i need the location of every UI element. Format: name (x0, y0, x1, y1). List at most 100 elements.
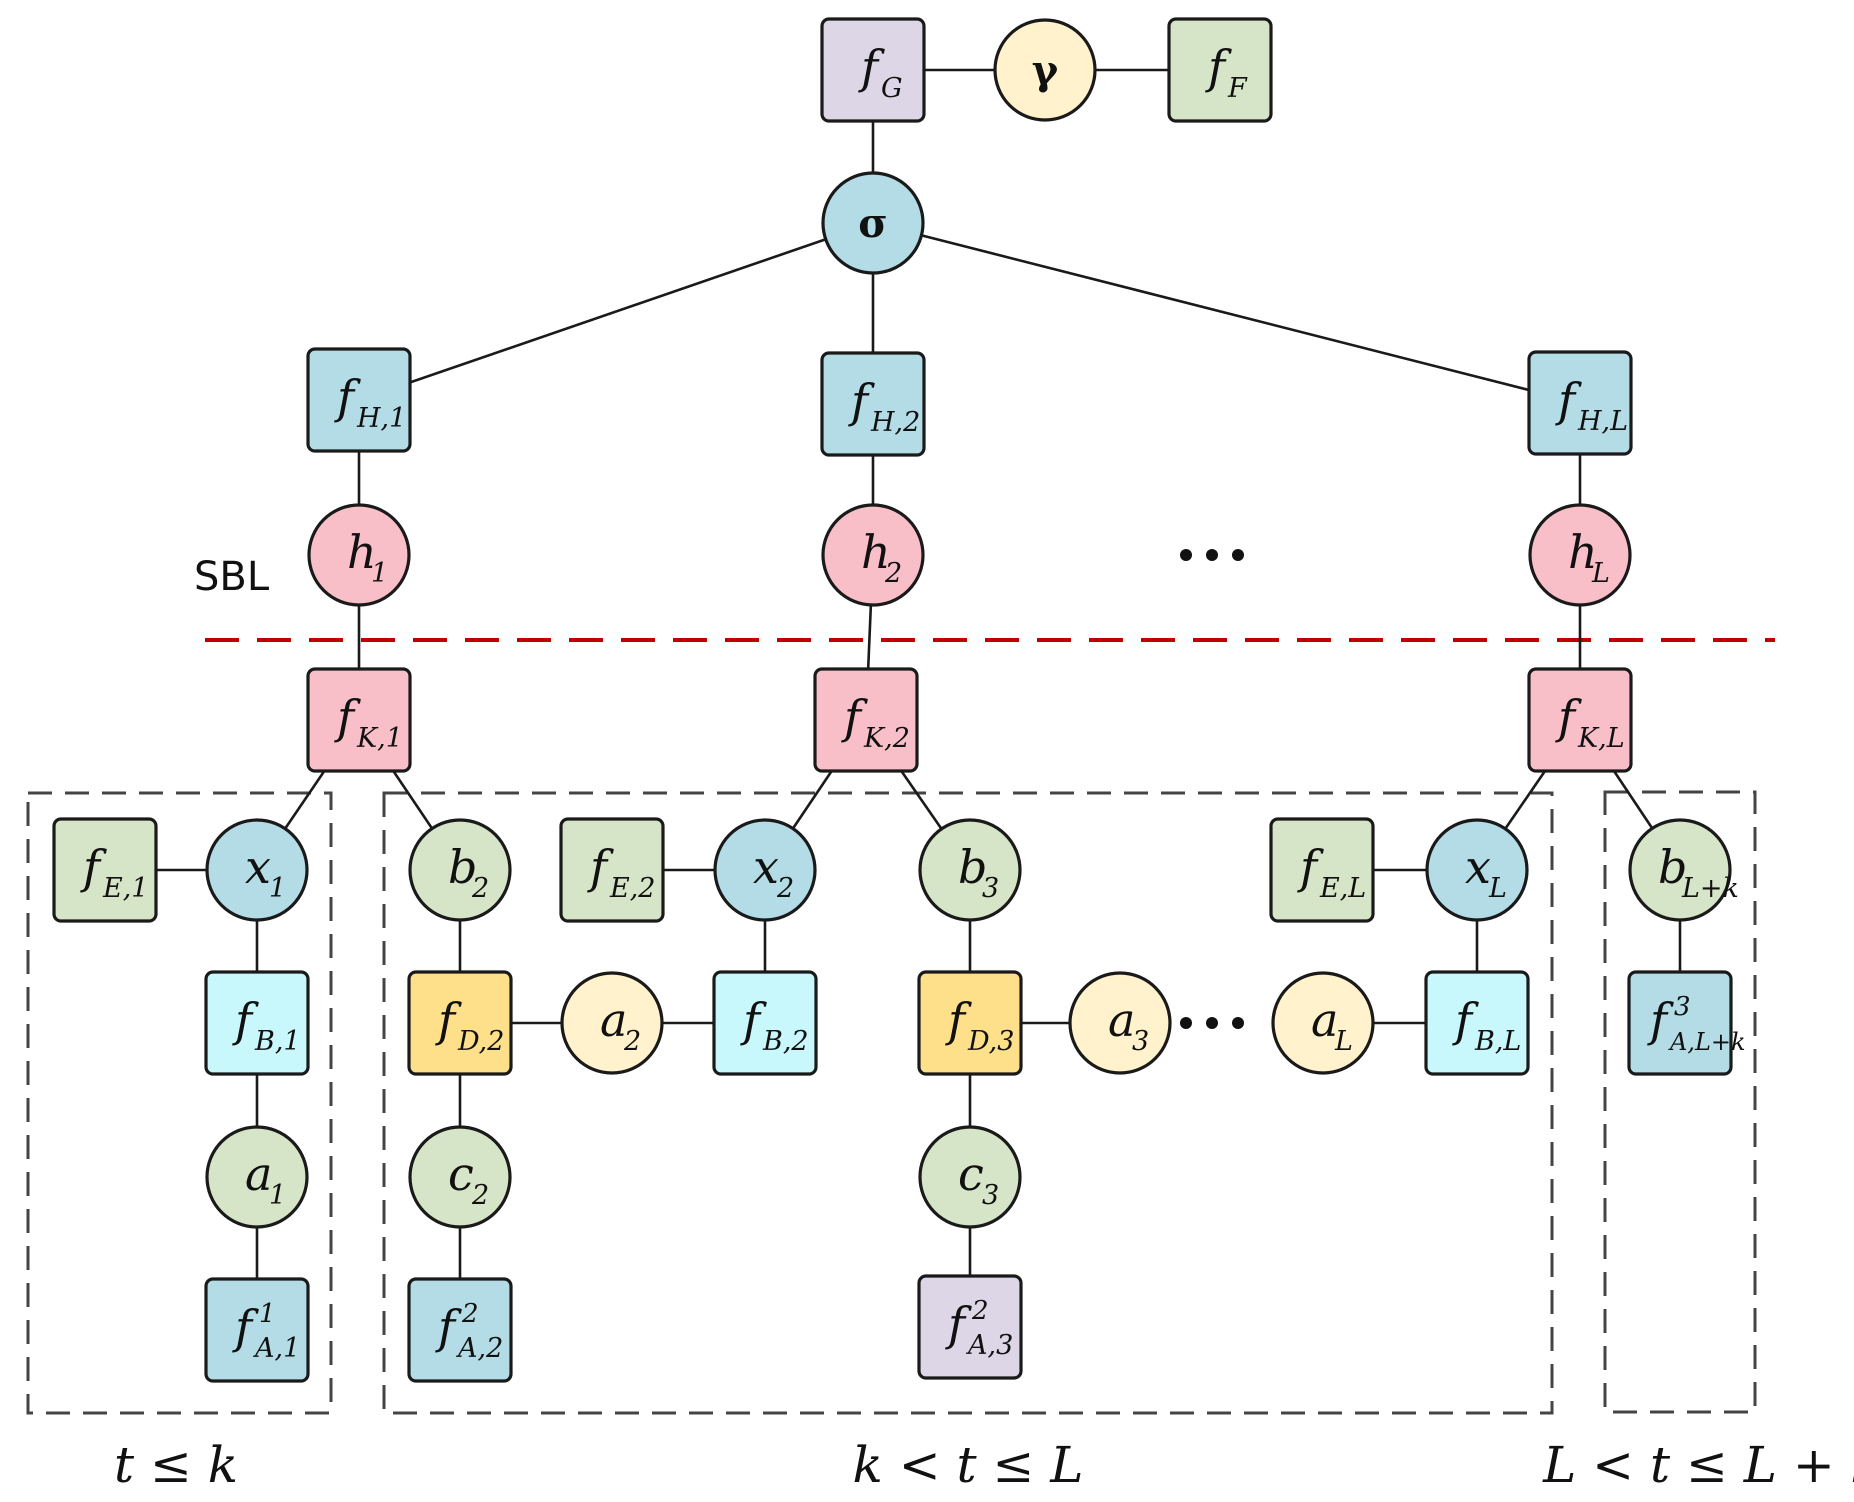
group-t-le-k-box (26, 791, 333, 1415)
factor-square (1167, 17, 1273, 123)
variable-circle (1628, 818, 1732, 922)
variable-circle (307, 503, 411, 607)
ellipsis-dot (1232, 549, 1244, 561)
factor-square (306, 347, 412, 453)
group-L-lt-t-le-Lk-box (1603, 790, 1757, 1414)
factor-square (1527, 350, 1633, 456)
sbl-label: SBL (194, 554, 270, 600)
node-label: a3 (1108, 993, 1149, 1057)
node-label: xL (1465, 840, 1507, 904)
factor-square (204, 1277, 310, 1383)
node-label: a1 (245, 1147, 286, 1211)
node-label: x1 (245, 840, 286, 904)
ellipsis-dot (1180, 1017, 1192, 1029)
edge-sigma-fH1 (358, 221, 874, 402)
edge-sigma-fHL (872, 221, 1581, 405)
node-h2: h2 (821, 503, 925, 607)
group-boxes (26, 790, 1757, 1415)
variable-circle (1068, 971, 1172, 1075)
factor-square (1627, 970, 1733, 1076)
variable-circle (993, 18, 1097, 122)
node-a1: a1 (205, 1125, 309, 1229)
node-label: aL (1311, 993, 1353, 1057)
variable-circle (205, 818, 309, 922)
variable-circle (1425, 818, 1529, 922)
variable-circle (1528, 503, 1632, 607)
node-label: hL (1568, 525, 1610, 589)
node-a3: a3 (1068, 971, 1172, 1075)
node-label: x2 (753, 840, 794, 904)
variable-circle (821, 503, 925, 607)
node-c2: c2 (408, 1125, 512, 1229)
factor-square (1269, 817, 1375, 923)
ellipsis-dot (1232, 1017, 1244, 1029)
factor-square (917, 1274, 1023, 1380)
node-xL: xL (1425, 818, 1529, 922)
node-label: a2 (600, 993, 641, 1057)
node-label: h1 (347, 525, 388, 589)
factor-square (52, 817, 158, 923)
ellipses (1180, 549, 1244, 1029)
node-label: bL+k (1658, 840, 1739, 904)
factor-square (1424, 970, 1530, 1076)
factor-square (813, 667, 919, 773)
node-x1: x1 (205, 818, 309, 922)
node-label: b3 (958, 840, 999, 904)
factor-square (917, 970, 1023, 1076)
group-k-lt-t-le-L-caption: k < t ≤ L (853, 1436, 1084, 1494)
node-h1: h1 (307, 503, 411, 607)
variable-circle (918, 1125, 1022, 1229)
variable-circle (560, 971, 664, 1075)
factor-square (820, 17, 926, 123)
node-label: γ (1032, 47, 1059, 94)
node-sigma: σ (821, 171, 925, 275)
node-b2: b2 (408, 818, 512, 922)
ellipsis-top (1180, 549, 1244, 561)
node-x2: x2 (713, 818, 817, 922)
node-c3: c3 (918, 1125, 1022, 1229)
variable-circle (918, 818, 1022, 922)
node-a2: a2 (560, 971, 664, 1075)
factor-square (559, 817, 665, 923)
node-label: c3 (958, 1147, 999, 1211)
node-label: c2 (448, 1147, 489, 1211)
node-label: b2 (448, 840, 489, 904)
node-hL: hL (1528, 503, 1632, 607)
group-k-lt-t-le-L-box (382, 791, 1554, 1415)
ellipsis-dot (1180, 549, 1192, 561)
factor-square (204, 970, 310, 1076)
node-bLk: bL+k (1628, 818, 1739, 922)
variable-circle (408, 818, 512, 922)
node-aL: aL (1271, 971, 1375, 1075)
factor-square (306, 667, 412, 773)
factor-square (1527, 667, 1633, 773)
factor-square (820, 351, 926, 457)
